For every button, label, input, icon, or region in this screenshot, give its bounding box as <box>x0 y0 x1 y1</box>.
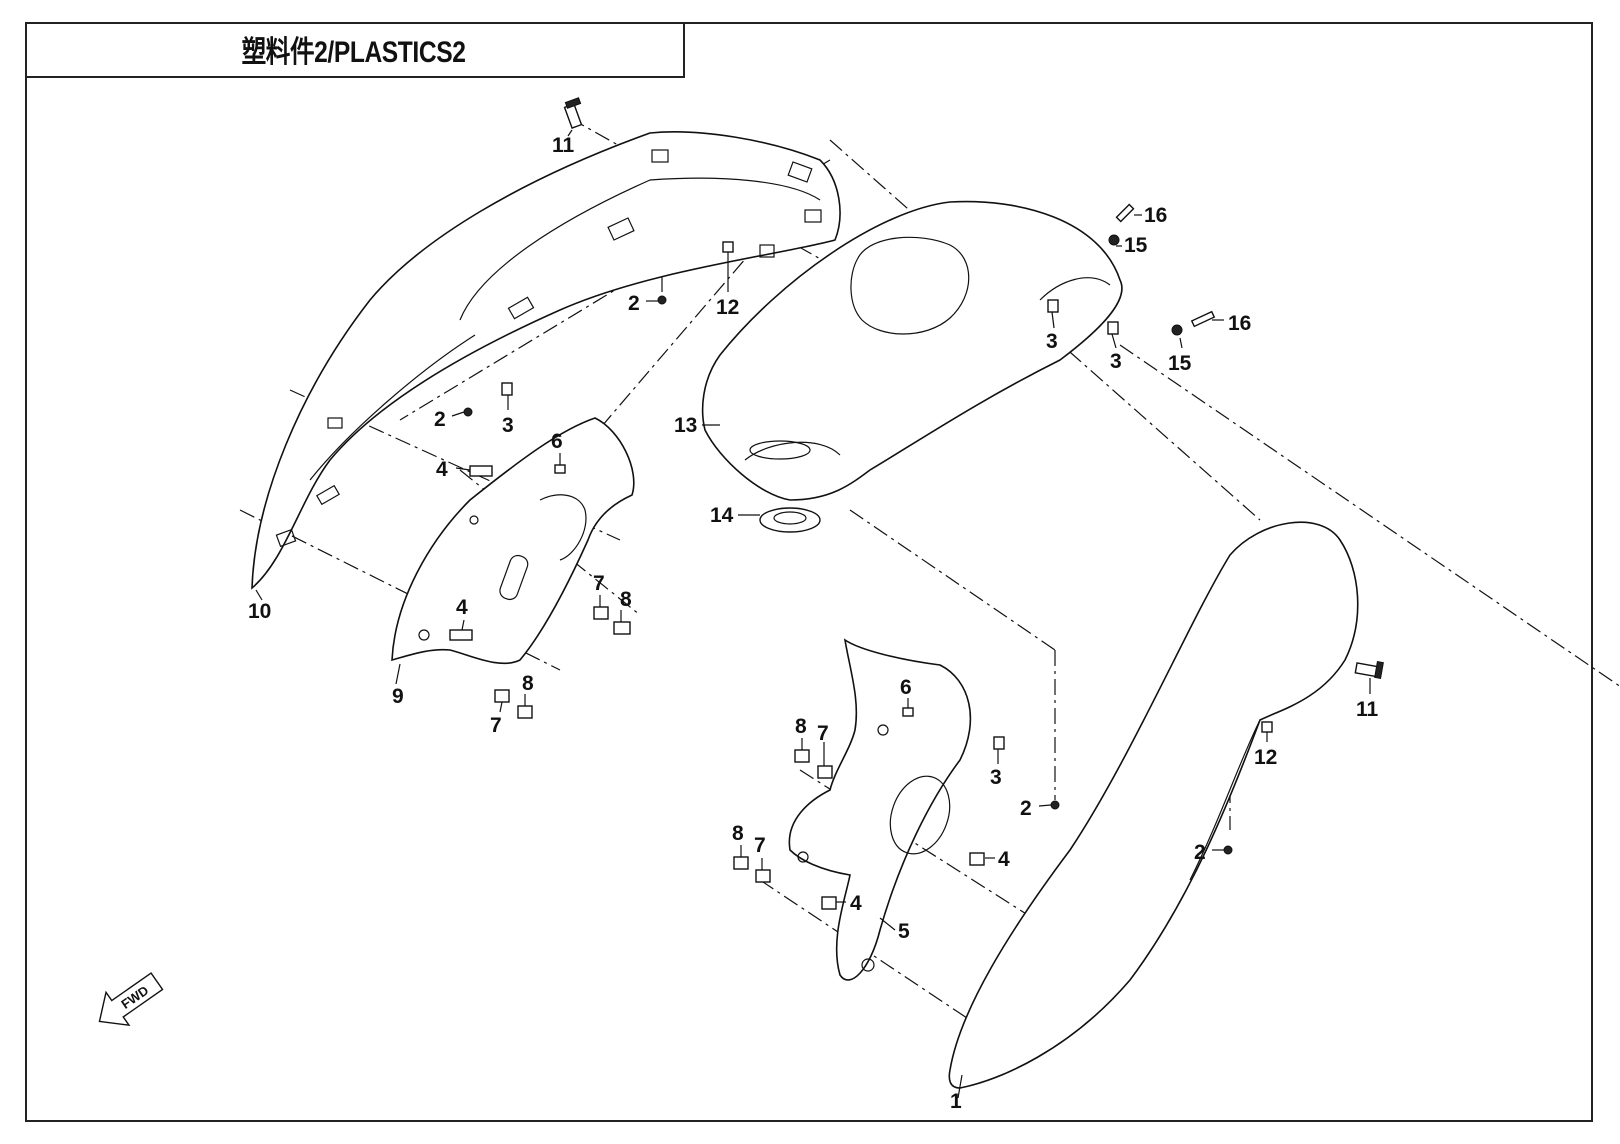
nut-3-a <box>501 382 513 396</box>
bolt-11-right <box>1354 661 1384 679</box>
rivet-7-c <box>817 765 833 779</box>
callout-9: 9 <box>392 685 404 708</box>
callout-2-d: 2 <box>1194 841 1206 864</box>
screw-6-a <box>554 464 566 474</box>
callout-7-a: 7 <box>593 572 605 595</box>
callout-4-b: 4 <box>456 596 468 619</box>
bolt-8-b <box>517 705 533 719</box>
callout-15-b: 15 <box>1168 352 1192 375</box>
screw-16-a <box>1115 203 1135 223</box>
callout-16-b: 16 <box>1228 312 1251 335</box>
nut-3-b <box>1047 299 1059 313</box>
callout-14: 14 <box>710 504 734 527</box>
callout-15-a: 15 <box>1124 234 1148 257</box>
bolt-8-d <box>733 856 749 870</box>
bolt-4-d <box>821 896 837 910</box>
callout-8-c: 8 <box>795 715 807 738</box>
fasteners <box>449 97 1384 910</box>
left-side-panel <box>251 131 841 590</box>
nut-3-c <box>1107 321 1119 335</box>
callout-12-b: 12 <box>1254 746 1277 769</box>
screw-16-b <box>1190 310 1216 328</box>
bolt-11-left <box>563 97 583 129</box>
title-block: 塑料件2/PLASTICS2 <box>25 22 685 78</box>
clip-2-b <box>463 407 473 417</box>
washer-15-a <box>1108 234 1120 246</box>
callout-2-c: 2 <box>1020 797 1032 820</box>
callout-3-a: 3 <box>502 414 514 437</box>
callout-4-d: 4 <box>850 892 862 915</box>
callout-6-b: 6 <box>900 676 912 699</box>
clip-2-a <box>657 295 667 305</box>
bolt-4-a <box>469 465 493 477</box>
nut-3-d <box>993 736 1005 750</box>
callout-labels: 1 2 2 2 2 3 3 3 3 4 4 4 4 5 6 6 7 7 7 7 … <box>248 134 1379 1113</box>
callout-7-c: 7 <box>817 722 829 745</box>
callout-3-d: 3 <box>990 766 1002 789</box>
leader-lines <box>255 129 1371 1099</box>
right-inner-panel <box>788 638 972 981</box>
callout-1: 1 <box>950 1090 962 1113</box>
callout-8-d: 8 <box>732 822 744 845</box>
clip-2-c <box>1050 800 1060 810</box>
callout-2-b: 2 <box>434 408 446 431</box>
clip-12-b <box>1261 721 1273 733</box>
callout-5: 5 <box>898 920 910 943</box>
drawing-frame <box>25 22 1593 1122</box>
bolt-8-c <box>794 749 810 763</box>
bolt-4-c <box>969 852 985 866</box>
rivet-7-d <box>755 869 771 883</box>
callout-8-b: 8 <box>522 672 534 695</box>
callout-11-a: 11 <box>552 134 575 157</box>
callout-16-a: 16 <box>1144 204 1167 227</box>
forward-arrow-icon: FWD <box>98 972 164 1027</box>
callout-3-b: 3 <box>1046 330 1058 353</box>
screw-6-b <box>902 707 914 717</box>
callout-11-b: 11 <box>1356 698 1379 721</box>
rivet-7-a <box>593 606 609 620</box>
right-side-panel <box>948 521 1359 1089</box>
callout-7-d: 7 <box>754 834 766 857</box>
bolt-4-b <box>449 629 473 641</box>
callout-13: 13 <box>674 414 697 437</box>
bolt-8-a <box>613 621 631 635</box>
clip-2-d <box>1223 845 1233 855</box>
washer-15-b <box>1171 324 1183 336</box>
diagram-title: 塑料件2/PLASTICS2 <box>242 36 466 69</box>
grommet <box>749 440 821 533</box>
callout-4-c: 4 <box>998 848 1010 871</box>
left-inner-panel <box>391 417 635 665</box>
callout-3-c: 3 <box>1110 350 1122 373</box>
rivet-7-b <box>494 689 510 703</box>
callout-6-a: 6 <box>551 430 563 453</box>
callout-10: 10 <box>248 600 271 623</box>
clip-12-a <box>722 241 734 253</box>
callout-7-b: 7 <box>490 714 502 737</box>
callout-2-a: 2 <box>628 292 640 315</box>
callout-4-a: 4 <box>436 458 448 481</box>
callout-12-a: 12 <box>716 296 739 319</box>
callout-8-a: 8 <box>620 588 632 611</box>
